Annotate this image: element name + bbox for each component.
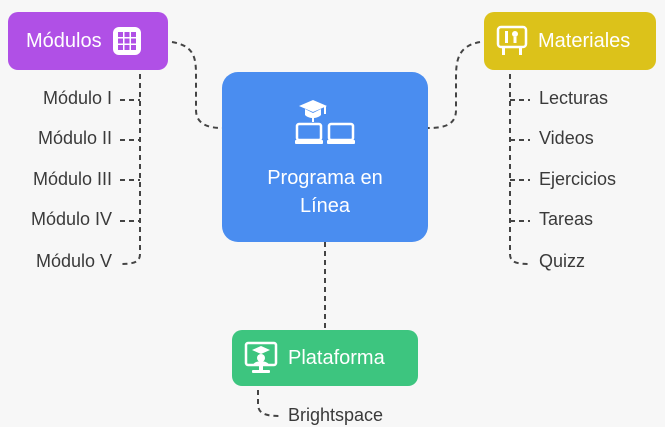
modulos-node[interactable]: Módulos	[8, 12, 168, 70]
materiales-title: Materiales	[538, 29, 631, 52]
materiales-node[interactable]: Materiales	[484, 12, 656, 70]
modulos-title: Módulos	[26, 29, 102, 52]
central-title-line1: Programa en	[267, 167, 383, 189]
connector-materiales-central	[427, 41, 481, 129]
grid-icon	[112, 26, 142, 56]
online-learning-icon	[295, 98, 355, 150]
plataforma-item-1: Brightspace	[288, 405, 384, 425]
materials-icon	[496, 25, 528, 57]
connector-modulos-central	[171, 41, 223, 129]
connector-materiales-spine	[509, 74, 531, 265]
plataforma-node[interactable]: Plataforma	[232, 330, 418, 386]
material-item-4: Tareas	[539, 209, 594, 229]
connector-modulos-spine	[119, 74, 141, 265]
central-node[interactable]: Programa en Línea	[222, 72, 428, 242]
plataforma-title: Plataforma	[288, 346, 385, 369]
central-title-line2: Línea	[299, 195, 351, 217]
monitor-teacher-icon	[244, 341, 278, 375]
material-item-2: Videos	[539, 128, 594, 148]
modulo-item-3: Módulo III	[32, 169, 112, 189]
central-title: Programa en Línea	[267, 164, 383, 220]
modulo-item-4: Módulo IV	[30, 209, 112, 229]
modulo-item-5: Módulo V	[35, 251, 112, 271]
material-item-1: Lecturas	[539, 88, 609, 108]
material-item-3: Ejercicios	[539, 169, 617, 189]
connector-plataforma-leaf	[257, 390, 281, 417]
modulo-item-2: Módulo II	[37, 128, 112, 148]
material-item-5: Quizz	[539, 251, 586, 271]
modulo-item-1: Módulo I	[42, 88, 112, 108]
